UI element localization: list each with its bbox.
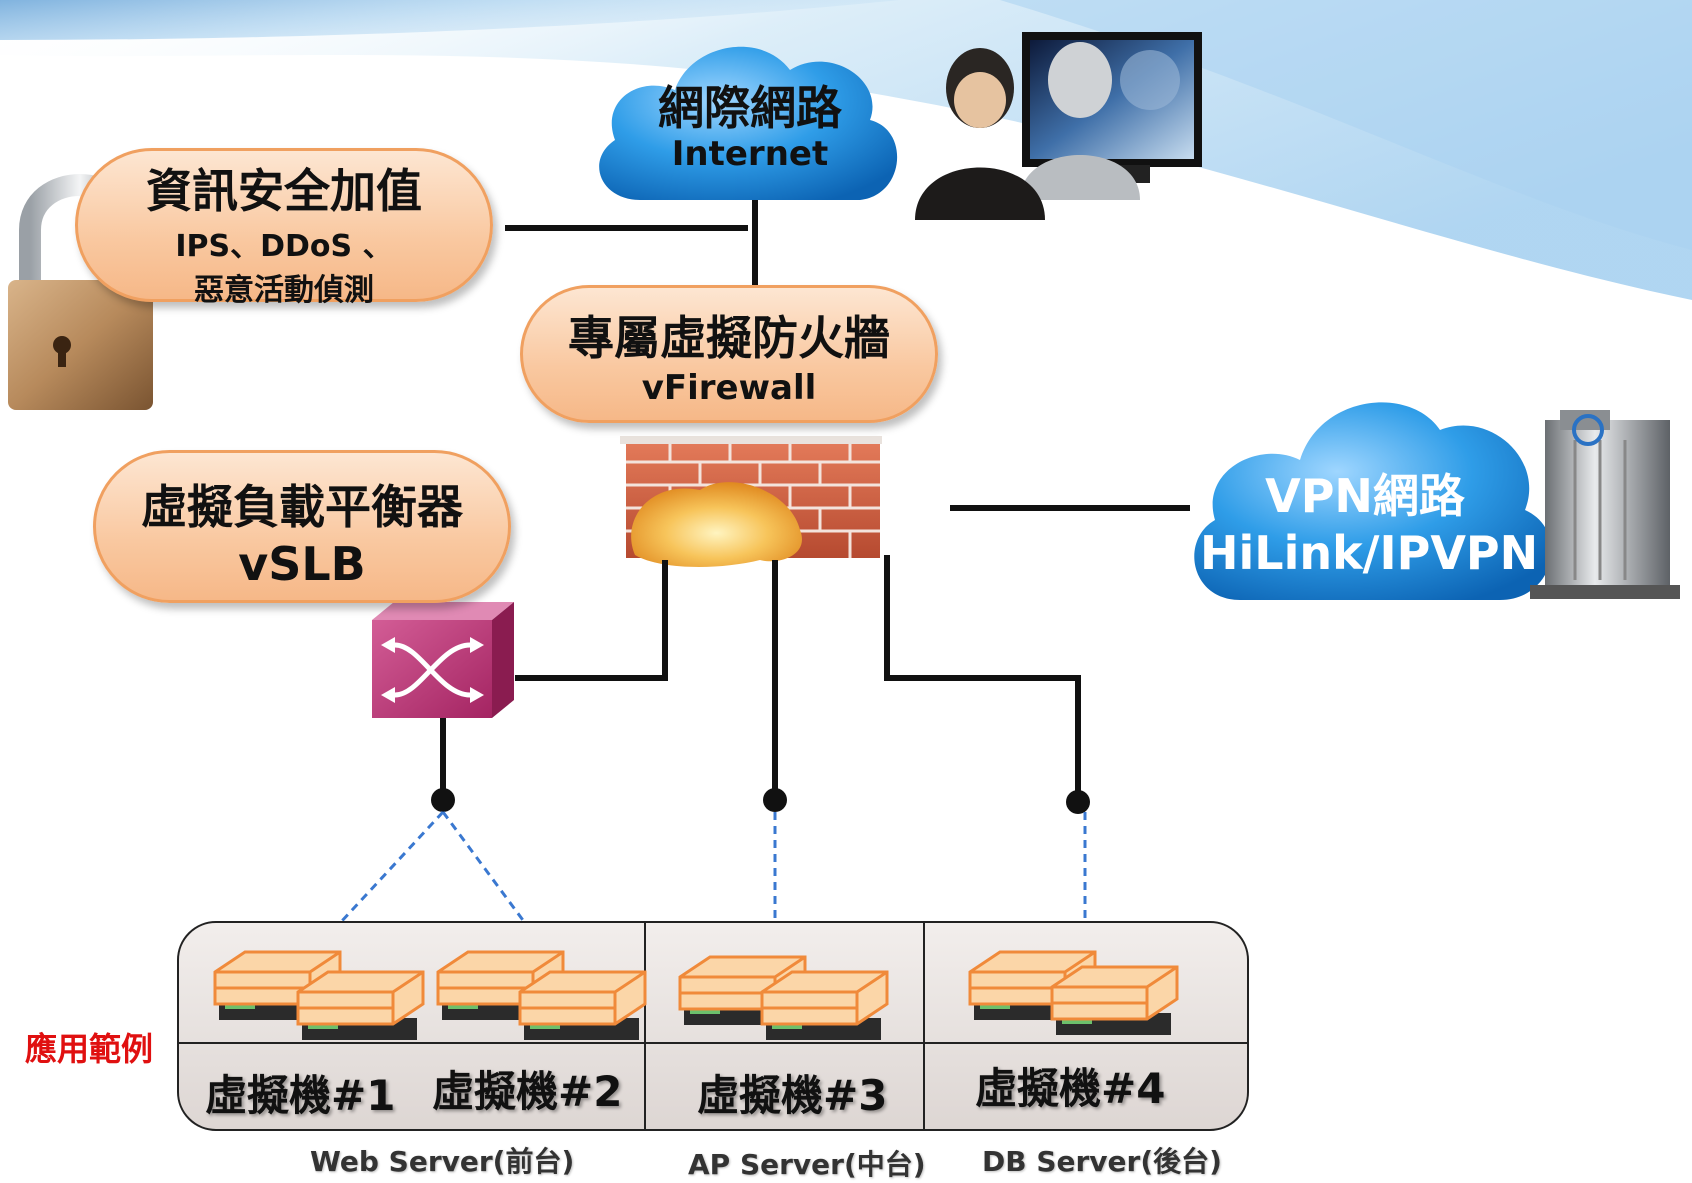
switch-icon [372,602,514,718]
security-line1: IPS、DDoS 、 [175,229,393,264]
vm-label-3: 虛擬機#3 [697,1071,888,1120]
tier-label-db: DB Server(後台) [982,1145,1222,1178]
vm-label-4: 虛擬機#4 [975,1064,1166,1113]
internet-label: 網際網路 Internet [620,72,880,174]
vm-label-1: 虛擬機#1 [205,1071,396,1120]
server-unit-icon [296,970,425,1040]
security-line2: 惡意活動偵測 [194,273,374,308]
tier-label-web: Web Server(前台) [310,1145,575,1178]
firewall-title: 專屬虛擬防火牆 [568,311,890,365]
security-service-badge: 資訊安全加值 IPS、DDoS 、 惡意活動偵測 [75,148,493,308]
internet-subtitle: Internet [671,134,829,174]
internet-title: 網際網路 [658,81,842,135]
users-monitor-icon [915,32,1202,220]
slb-title: 虛擬負載平衡器 [141,480,463,534]
vpn-label: VPN網路 HiLink/IPVPN [1200,460,1539,580]
firewall-service-badge: 專屬虛擬防火牆 vFirewall [520,285,938,423]
server-unit-icon [518,970,647,1040]
example-label: 應用範例 [25,1030,154,1068]
network-links [440,200,1190,800]
firewall-subtitle: vFirewall [641,368,817,408]
slb-service-badge: 虛擬負載平衡器 vSLB [93,450,511,603]
server-stacks [213,950,1179,1040]
security-title: 資訊安全加值 [146,164,422,218]
link-nodes [431,788,1090,814]
internet-cloud-icon [599,46,898,200]
building-icon [1530,410,1680,599]
vpn-title: VPN網路 [1265,469,1465,523]
server-unit-icon [760,970,889,1040]
server-unit-icon [1050,965,1179,1035]
vpn-cloud-icon [1194,402,1552,600]
firewall-icon [620,436,882,567]
slb-subtitle: vSLB [238,537,366,591]
vpn-subtitle: HiLink/IPVPN [1200,526,1539,580]
vm-label-2: 虛擬機#2 [432,1067,623,1116]
tier-label-ap: AP Server(中台) [688,1148,926,1181]
